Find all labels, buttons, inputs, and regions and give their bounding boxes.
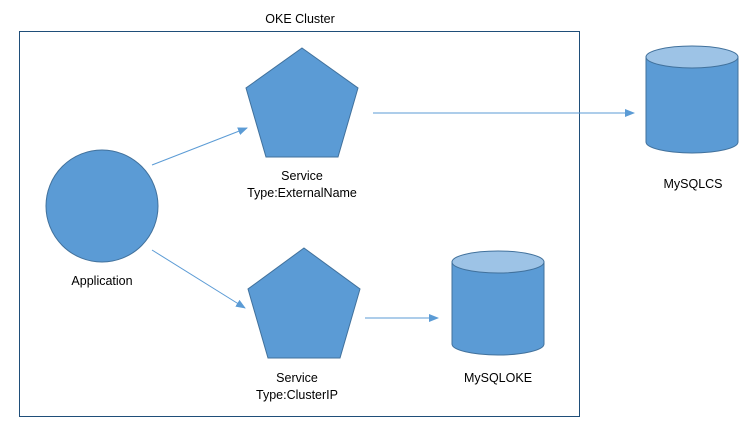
mysqloke-label: MySQLOKE [463,371,533,385]
service-clusterip-line2: Type:ClusterIP [256,387,338,402]
service-externalname-label: Service Type:ExternalName [232,168,372,202]
arrow-application-to-clusterip [151,249,246,309]
cluster-title: OKE Cluster [265,12,335,26]
service-externalname-line1: Service [281,169,323,183]
service-externalname-line2: Type:ExternalName [247,185,357,200]
mysqloke-database-node [451,250,545,356]
arrow-application-to-externalname [151,127,248,166]
application-node [45,149,159,263]
service-clusterip-line1: Service [276,371,318,385]
application-label: Application [71,274,133,288]
service-clusterip-label: Service Type:ClusterIP [227,370,367,404]
mysqlcs-label: MySQLCS [663,177,723,191]
service-clusterip-node [247,247,361,359]
service-externalname-node [245,47,359,158]
mysqlcs-database-node [645,45,739,154]
oke-cluster-boundary [19,31,580,417]
